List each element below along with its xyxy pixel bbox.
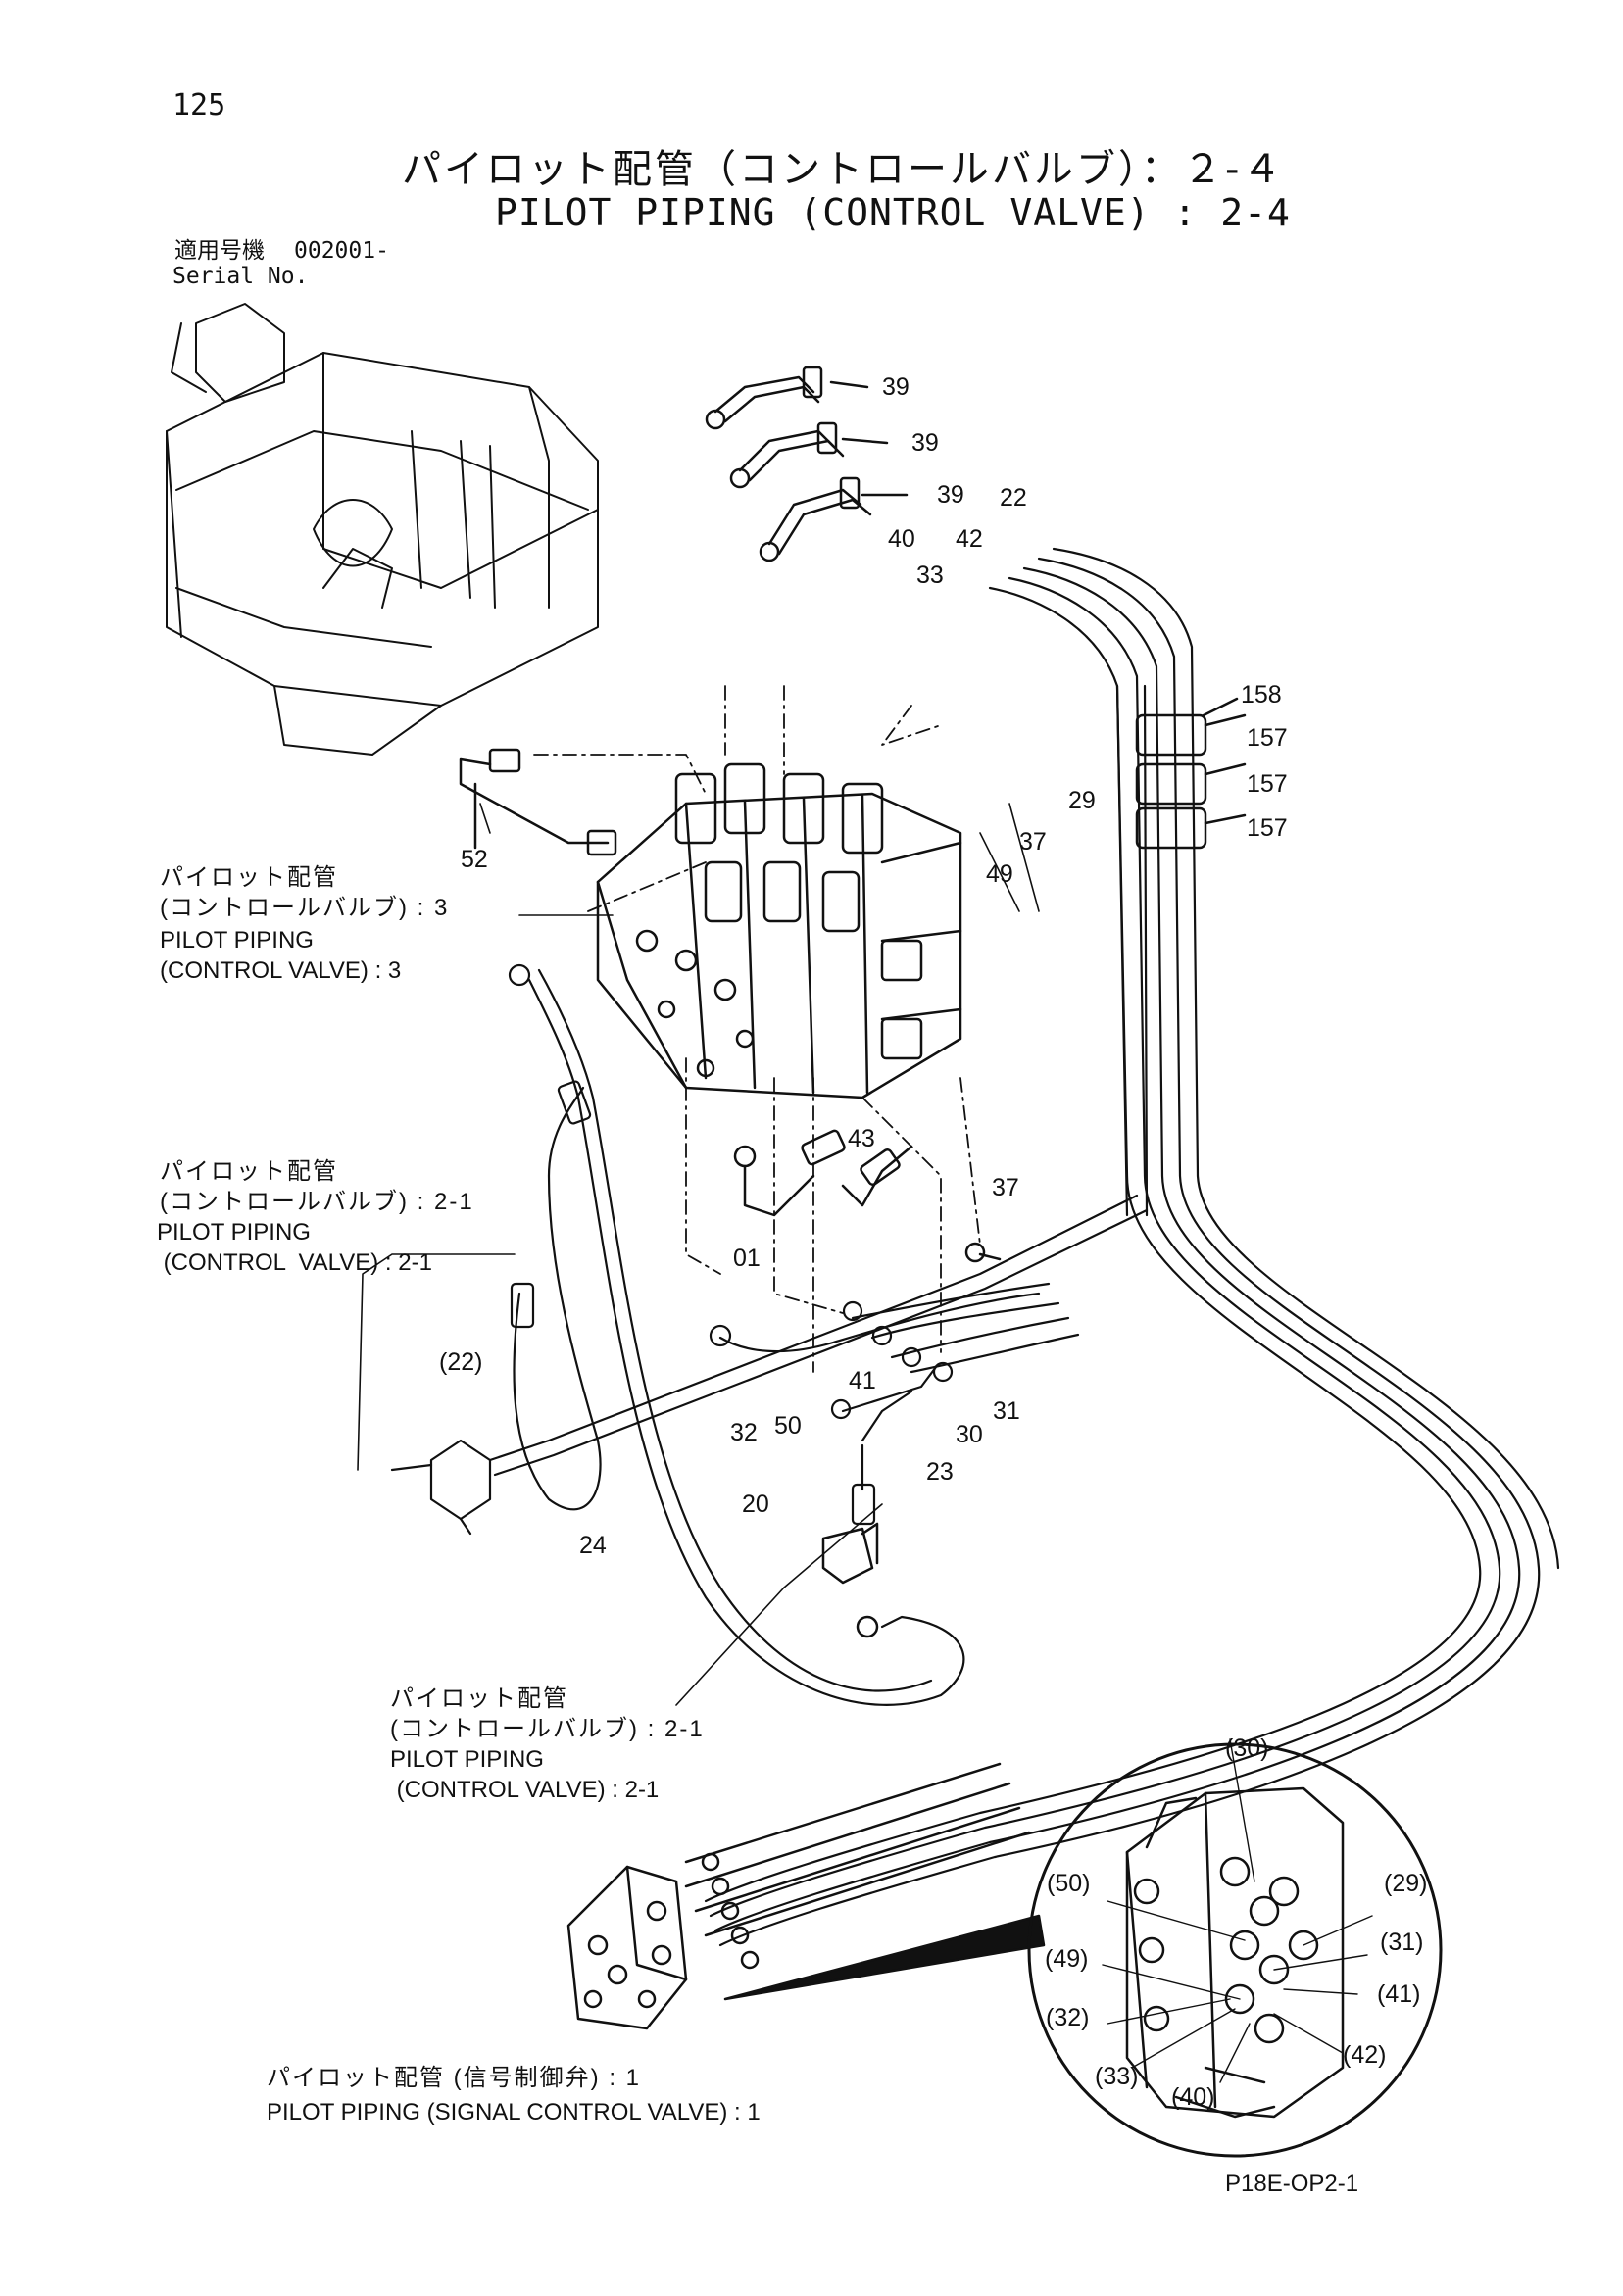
serial-label-jp: 適用号機: [174, 238, 265, 264]
detail-leader-lines: [1102, 1738, 1373, 2083]
hose-20-24: [390, 963, 1149, 1706]
detail-view-circle: [1027, 1742, 1443, 2158]
xref-cv21a-en: PILOT PIPING (CONTROL VALVE) : 2-1: [157, 1219, 432, 1276]
callout-32: 32: [730, 1419, 758, 1446]
control-valve-block: [596, 762, 962, 1099]
callout-30: 30: [956, 1421, 983, 1448]
callout-22: 22: [1000, 484, 1027, 512]
page-title-en: PILOT PIPING (CONTROL VALVE) : 2-4: [495, 191, 1291, 234]
callout-22-ref: (22): [439, 1348, 483, 1376]
callout-50: 50: [774, 1412, 802, 1440]
callout-40: 40: [888, 525, 915, 553]
callout-37-b: 37: [992, 1174, 1019, 1201]
callout-37-a: 37: [1019, 828, 1047, 855]
machine-frame-outline: [166, 303, 599, 756]
callout-41: 41: [849, 1367, 876, 1394]
detail-callout-42: (42): [1343, 2041, 1387, 2069]
hose-clamps: [1135, 697, 1247, 850]
xref-scv1-jp: パイロット配管 (信号制御弁) : 1: [267, 2065, 642, 2091]
callout-43: 43: [848, 1125, 875, 1152]
magnifier-pointer: [723, 1914, 1046, 2001]
page-number: 125: [172, 88, 226, 122]
detail-callout-33: (33): [1095, 2063, 1139, 2090]
callout-23: 23: [926, 1458, 954, 1486]
detail-callout-41: (41): [1377, 1980, 1421, 2008]
callout-39-a: 39: [882, 373, 910, 401]
detail-callout-29: (29): [1384, 1870, 1428, 1897]
callout-157-a: 157: [1247, 724, 1288, 752]
detail-callout-31: (31): [1380, 1929, 1424, 1956]
detail-callout-40: (40): [1171, 2083, 1215, 2111]
signal-control-valve: [566, 1762, 1031, 2030]
lower-fittings: [733, 1129, 1002, 1263]
callout-157-c: 157: [1247, 814, 1288, 842]
drawing-code: P18E-OP2-1: [1225, 2171, 1359, 2197]
detail-callout-49: (49): [1045, 1945, 1089, 1973]
callout-157-b: 157: [1247, 770, 1288, 798]
leader-lines: [357, 803, 1040, 1706]
xref-cv21b-jp: パイロット配管 (コントロールバルブ) : 2-1: [390, 1685, 705, 1742]
pipe-52: [459, 748, 617, 856]
xref-cv21a-jp: パイロット配管 (コントロールバルブ) : 2-1: [160, 1158, 474, 1215]
detail-callout-50: (50): [1047, 1870, 1091, 1897]
xref-cv3-jp: パイロット配管 (コントロールバルブ) : 3: [160, 864, 450, 921]
page-title-jp: パイロット配管（コントロールバルブ）：２-４: [402, 147, 1285, 192]
pipe-39-group: [705, 366, 909, 562]
callout-29: 29: [1068, 787, 1096, 814]
callout-49: 49: [986, 860, 1013, 888]
serial-value: 002001-: [294, 238, 389, 264]
detail-callout-30: (30): [1225, 1734, 1269, 1762]
hose-bundle-right: [704, 547, 1560, 1947]
callout-52: 52: [461, 846, 488, 873]
callout-39-b: 39: [911, 429, 939, 457]
callout-31: 31: [993, 1397, 1020, 1425]
callout-24: 24: [579, 1532, 607, 1559]
callout-158: 158: [1241, 681, 1282, 708]
callout-42: 42: [956, 525, 983, 553]
xref-cv21b-en: PILOT PIPING (CONTROL VALVE) : 2-1: [390, 1746, 660, 1803]
signal-fitting: [821, 1522, 879, 1638]
xref-cv3-en: PILOT PIPING (CONTROL VALVE) : 3: [160, 927, 402, 984]
callout-01: 01: [733, 1245, 761, 1272]
lower-hose-set: [709, 1282, 1080, 1526]
reference-lines: [533, 685, 981, 1373]
callout-33: 33: [916, 562, 944, 589]
detail-callout-32: (32): [1046, 2004, 1090, 2031]
serial-label-en: Serial No.: [172, 264, 309, 289]
xref-scv1-en: PILOT PIPING (SIGNAL CONTROL VALVE) : 1: [267, 2099, 761, 2125]
callout-39-c: 39: [937, 481, 964, 509]
callout-20: 20: [742, 1490, 769, 1518]
